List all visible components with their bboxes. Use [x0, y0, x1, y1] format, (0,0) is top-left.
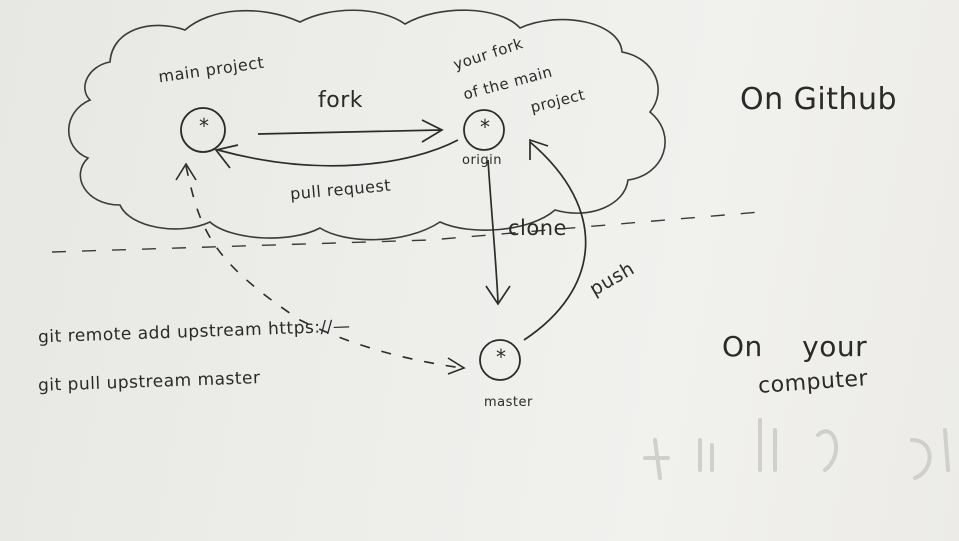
master-node	[479, 339, 521, 381]
erased-marks	[643, 418, 950, 480]
upstream-arrow	[185, 165, 463, 369]
pull-request-arrow	[214, 139, 459, 169]
computer-region-label-line1: On your	[722, 330, 868, 363]
push-arrow	[523, 138, 587, 341]
fork-arrow	[257, 119, 444, 143]
fork-node	[463, 109, 505, 151]
divider-line	[51, 211, 761, 253]
origin-label: origin	[462, 153, 503, 168]
github-cloud	[67, 9, 666, 241]
master-label: master	[484, 395, 533, 410]
clone-label: clone	[508, 216, 567, 240]
main-project-star: *	[199, 114, 210, 138]
main-project-node	[180, 107, 226, 153]
fork-star: *	[480, 115, 491, 139]
master-star: *	[496, 345, 507, 369]
clone-arrow	[485, 159, 511, 306]
github-region-label: On Github	[740, 82, 898, 117]
fork-label: fork	[318, 88, 363, 113]
